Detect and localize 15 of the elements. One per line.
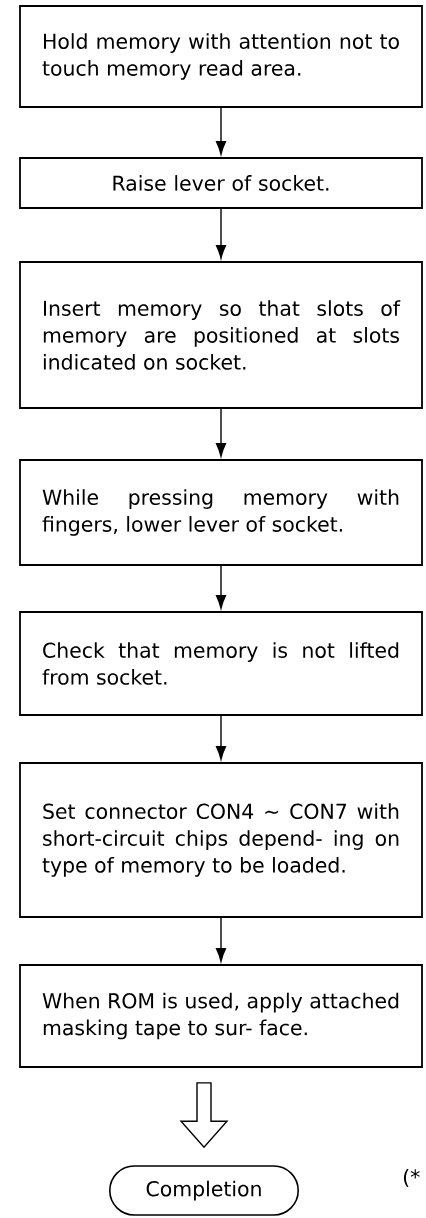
arrow bbox=[215, 107, 227, 155]
process-box: Set connector CON4 ~ CON7 with short-circuit chips depend- ing on type of memory to be loaded. bbox=[19, 762, 423, 918]
process-box: Hold memory with attention not to touch memory read area. bbox=[19, 5, 423, 108]
arrow bbox=[215, 565, 227, 609]
hollow-arrow bbox=[179, 1082, 229, 1149]
process-box: While pressing memory with fingers, lower lever of socket. bbox=[19, 459, 423, 566]
process-box: Check that memory is not lifted from socket. bbox=[19, 611, 423, 716]
arrow bbox=[215, 408, 227, 457]
arrow bbox=[215, 715, 227, 760]
arrow bbox=[215, 917, 227, 962]
process-box: Insert memory so that slots of memory are positioned at slots indicated on socket. bbox=[19, 261, 423, 409]
process-box: Raise lever of socket. bbox=[19, 157, 423, 209]
process-box: When ROM is used, apply attached masking tape to sur- face. bbox=[19, 964, 423, 1068]
arrow bbox=[215, 208, 227, 259]
note-text: (* bbox=[403, 1168, 420, 1188]
